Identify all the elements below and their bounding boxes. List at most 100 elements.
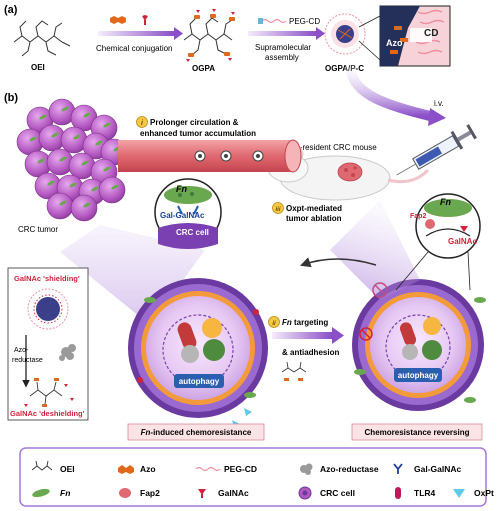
legend-label: PEG-CD: [224, 464, 257, 474]
zoom-left-crc-label: CRC cell: [176, 228, 209, 237]
syringe-icon: [396, 124, 477, 176]
tlr4-icon: [395, 487, 401, 499]
step-i-number: i: [141, 120, 144, 127]
peg-cd-icon: [195, 466, 221, 472]
legend-label: Azo: [140, 464, 156, 474]
tumor-cell: [70, 194, 98, 222]
azo-cd-inset: CD Azo: [379, 5, 451, 67]
azo-reductase-line1: Azo-: [14, 347, 29, 354]
legend-label: TLR4: [414, 488, 436, 498]
fn-bacterium: [47, 180, 55, 186]
crc-tumor-cluster-icon: [16, 98, 128, 222]
fn-bacterium: [111, 184, 119, 190]
legend-label: OEI: [60, 464, 75, 474]
legend-frame: [19, 447, 487, 507]
step-chemical-conjugation: Chemical conjugation: [96, 44, 173, 53]
tumor-cell: [46, 148, 74, 176]
oei-label: OEI: [31, 63, 45, 72]
legend-label: GalNAc: [218, 488, 249, 498]
tumor-cell: [98, 176, 126, 204]
legend-label: Fap2: [140, 488, 160, 498]
iv-label: i.v.: [434, 99, 444, 108]
zoom-line-c: [395, 251, 429, 291]
azo-reagent-icon: [110, 16, 126, 24]
panel-b: (b) i.v. Fn-resident CRC mouse CRC tum: [4, 63, 486, 441]
right-zoom-inset: Fn Fap2 GalNAc: [410, 193, 481, 259]
peg-cd-label: PEG-CD: [289, 17, 320, 26]
azo-label: Azo: [386, 38, 403, 48]
shielded-nanoparticle-icon: [27, 288, 69, 330]
ogpa-pc-nanoparticle-icon: [324, 13, 366, 55]
fn-bacterium: [83, 202, 91, 208]
legend-label: OxPt: [474, 488, 494, 498]
step-i-annotation: i Prolonger circulation & enhanced tumor…: [136, 116, 256, 138]
oei-structure-icon: [13, 20, 71, 57]
deshielded-ogpa-icon: [24, 378, 74, 407]
tumor-zoom-cone: [60, 225, 205, 325]
targeting-cone: [330, 200, 420, 300]
step-ii-line2: & antiadhesion: [282, 348, 339, 357]
crc-cell-icon: [298, 486, 312, 500]
panel-a-label: (a): [4, 4, 18, 16]
galnac-icon: [198, 489, 206, 498]
fn-bacterium: [73, 134, 81, 140]
fn-bacterium: [91, 186, 99, 192]
tumor-cell: [46, 192, 74, 220]
autophagy-left-label: autophagy: [179, 377, 220, 386]
chemoresistant-cell-icon: autophagy: [128, 278, 268, 428]
peg-cd-reagent-icon: [258, 18, 287, 24]
fn-bacterium: [29, 136, 37, 142]
gal-galnac-icon: [393, 463, 403, 474]
fn-bacterium: [81, 160, 89, 166]
shielding-box: GalNAc 'shielding' Azo- reductase: [7, 267, 89, 421]
fn-bacterium: [69, 182, 77, 188]
step-supramolecular: Supramolecular: [255, 43, 311, 52]
fap2-icon: [119, 488, 131, 498]
iv-arrowhead: [428, 108, 446, 126]
step-iii-line1: Oxpt-mediated: [286, 204, 342, 213]
fn-bacterium: [103, 122, 111, 128]
shielding-title: GalNAc 'shielding': [14, 274, 80, 283]
chemoresistance-reversing-box: Chemoresistance reversing: [351, 423, 483, 441]
fn-bacterium: [37, 158, 45, 164]
chemosensitive-cell-icon: autophagy: [352, 279, 486, 411]
return-arrow: [300, 257, 377, 268]
zoom-left-fn-label: Fn: [176, 184, 187, 194]
legend-label: Fn: [60, 488, 70, 498]
ogpa-pc-label: OGPA/P-C: [325, 64, 364, 73]
zoom-right-galnac-label: GalNAc: [448, 237, 477, 246]
legend-label: Gal-GalNAc: [414, 464, 462, 474]
panel-a: (a) OEI Chemical conjugation: [4, 4, 451, 73]
blood-vessel-icon: [118, 139, 302, 173]
autophagy-right-badge: [394, 368, 442, 382]
azo-reductase-enzyme-icon: [59, 344, 76, 361]
zoom-line-a: [358, 15, 381, 28]
fn-bacterium: [59, 156, 67, 162]
ogpa-structure-icon: [183, 9, 235, 62]
cd-label: CD: [424, 28, 438, 39]
step-assembly: assembly: [265, 53, 299, 62]
step-iii-number: iii: [275, 207, 280, 213]
step-ii-annotation: ii Fn targeting & antiadhesion: [268, 316, 344, 357]
assembly-arrow: [248, 27, 325, 40]
conjugation-arrow: [98, 27, 183, 40]
iv-injection-arrow: [345, 63, 432, 121]
chemoresistance-reversing-label: Chemoresistance reversing: [365, 428, 470, 437]
step-iii-annotation: iii Oxpt-mediated tumor ablation: [272, 202, 342, 223]
step-ii-line1: Fn targeting: [282, 318, 328, 327]
azo-reductase-icon: [300, 463, 313, 475]
azo-reductase-line2: reductase: [12, 357, 43, 364]
fn-bacterium-icon: [32, 488, 50, 498]
zoom-right-fn-label: Fn: [440, 197, 451, 207]
zoom-line-b: [358, 40, 381, 61]
fn-bacterium: [83, 112, 91, 118]
step-i-line1: Prolonger circulation &: [150, 118, 239, 127]
oei-icon: [31, 460, 53, 471]
step-i-line2: enhanced tumor accumulation: [140, 129, 256, 138]
legend-label: CRC cell: [320, 488, 355, 498]
zoom-line-d: [467, 251, 471, 291]
chemoresistance-label: Fn-induced chemoresistance: [141, 428, 252, 437]
